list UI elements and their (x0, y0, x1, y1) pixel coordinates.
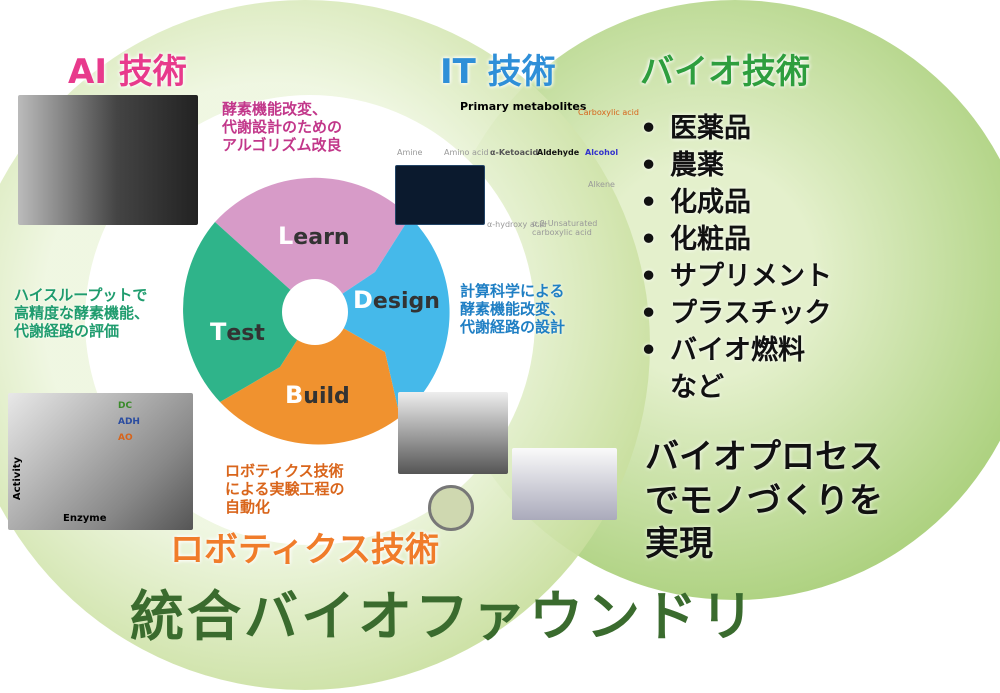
pathway-node-carboxylic: Carboxylic acid (578, 108, 639, 117)
learn-description: 酵素機能改変、 代謝設計のための アルゴリズム改良 (222, 100, 343, 154)
inset-ylabel: Activity (12, 456, 24, 501)
liquid-handler-photo (398, 392, 508, 474)
learn-segment (215, 177, 410, 312)
it-heading: IT 技術 (440, 52, 556, 92)
cycle-label-test: Test (210, 318, 265, 346)
pathway-node-amino-acid: Amino acid (444, 148, 489, 157)
legend-adh: ADH (118, 417, 140, 427)
pathway-node-hydroxy-acid: α-hydroxy acid (487, 220, 547, 229)
petri-dish-photo (428, 485, 474, 531)
robotics-heading: ロボティクス技術 (170, 530, 439, 570)
lab-instrument-photo (512, 448, 617, 520)
pathway-title: Primary metabolites (460, 100, 587, 113)
inset-xlabel: Enzyme (63, 513, 107, 524)
pathway-node-unsaturated-acid: α,β-Unsaturated carboxylic acid (532, 219, 598, 237)
product-etc: など (670, 372, 724, 403)
product-item: •農薬 (640, 150, 724, 181)
product-item: •サプリメント (640, 261, 832, 292)
product-item: •医薬品 (640, 113, 751, 144)
build-description: ロボティクス技術 による実験工程の 自動化 (225, 462, 345, 516)
pathway-node-ketoacid: α-Ketoacid (490, 148, 539, 157)
test-description: ハイスループットで 高精度な酵素機能、 代謝経路の評価 (14, 286, 150, 340)
wheel-hub (282, 279, 348, 345)
cycle-label-build: Build (285, 381, 350, 409)
test-segment (183, 222, 315, 402)
pathway-node-aldehyde: Aldehyde (537, 148, 580, 157)
pathway-node-alkene: Alkene (588, 180, 615, 189)
cycle-label-learn: Learn (278, 222, 350, 250)
cycle-label-design: Design (353, 286, 440, 314)
design-segment (315, 217, 450, 417)
product-item: •プラスチック (640, 298, 832, 329)
protein-structure-image (395, 165, 485, 225)
page-title: 統合バイオファウンドリ (130, 585, 757, 648)
cycle-wheel (183, 177, 450, 445)
product-item: •化粧品 (640, 224, 751, 255)
slogan: バイオプロセス でモノづくりを 実現 (645, 437, 883, 565)
product-item: •化成品 (640, 187, 751, 218)
legend-ao: AO (118, 433, 133, 443)
product-item: •バイオ燃料 (640, 335, 805, 366)
server-photo (18, 95, 198, 225)
robot-lab-photo: DC ADH AO Enzyme Activity (8, 393, 193, 530)
ai-heading: AI 技術 (68, 52, 187, 92)
pathway-node-alcohol: Alcohol (585, 148, 619, 157)
legend-dc: DC (118, 401, 133, 411)
build-segment (220, 312, 400, 445)
design-description: 計算科学による 酵素機能改変、 代謝経路の設計 (460, 282, 566, 336)
bio-heading: バイオ技術 (640, 52, 810, 92)
product-list: •医薬品 •農薬 •化成品 •化粧品 •サプリメント •プラスチック •バイオ燃… (640, 110, 832, 406)
pathway-node-amine: Amine (397, 148, 423, 157)
